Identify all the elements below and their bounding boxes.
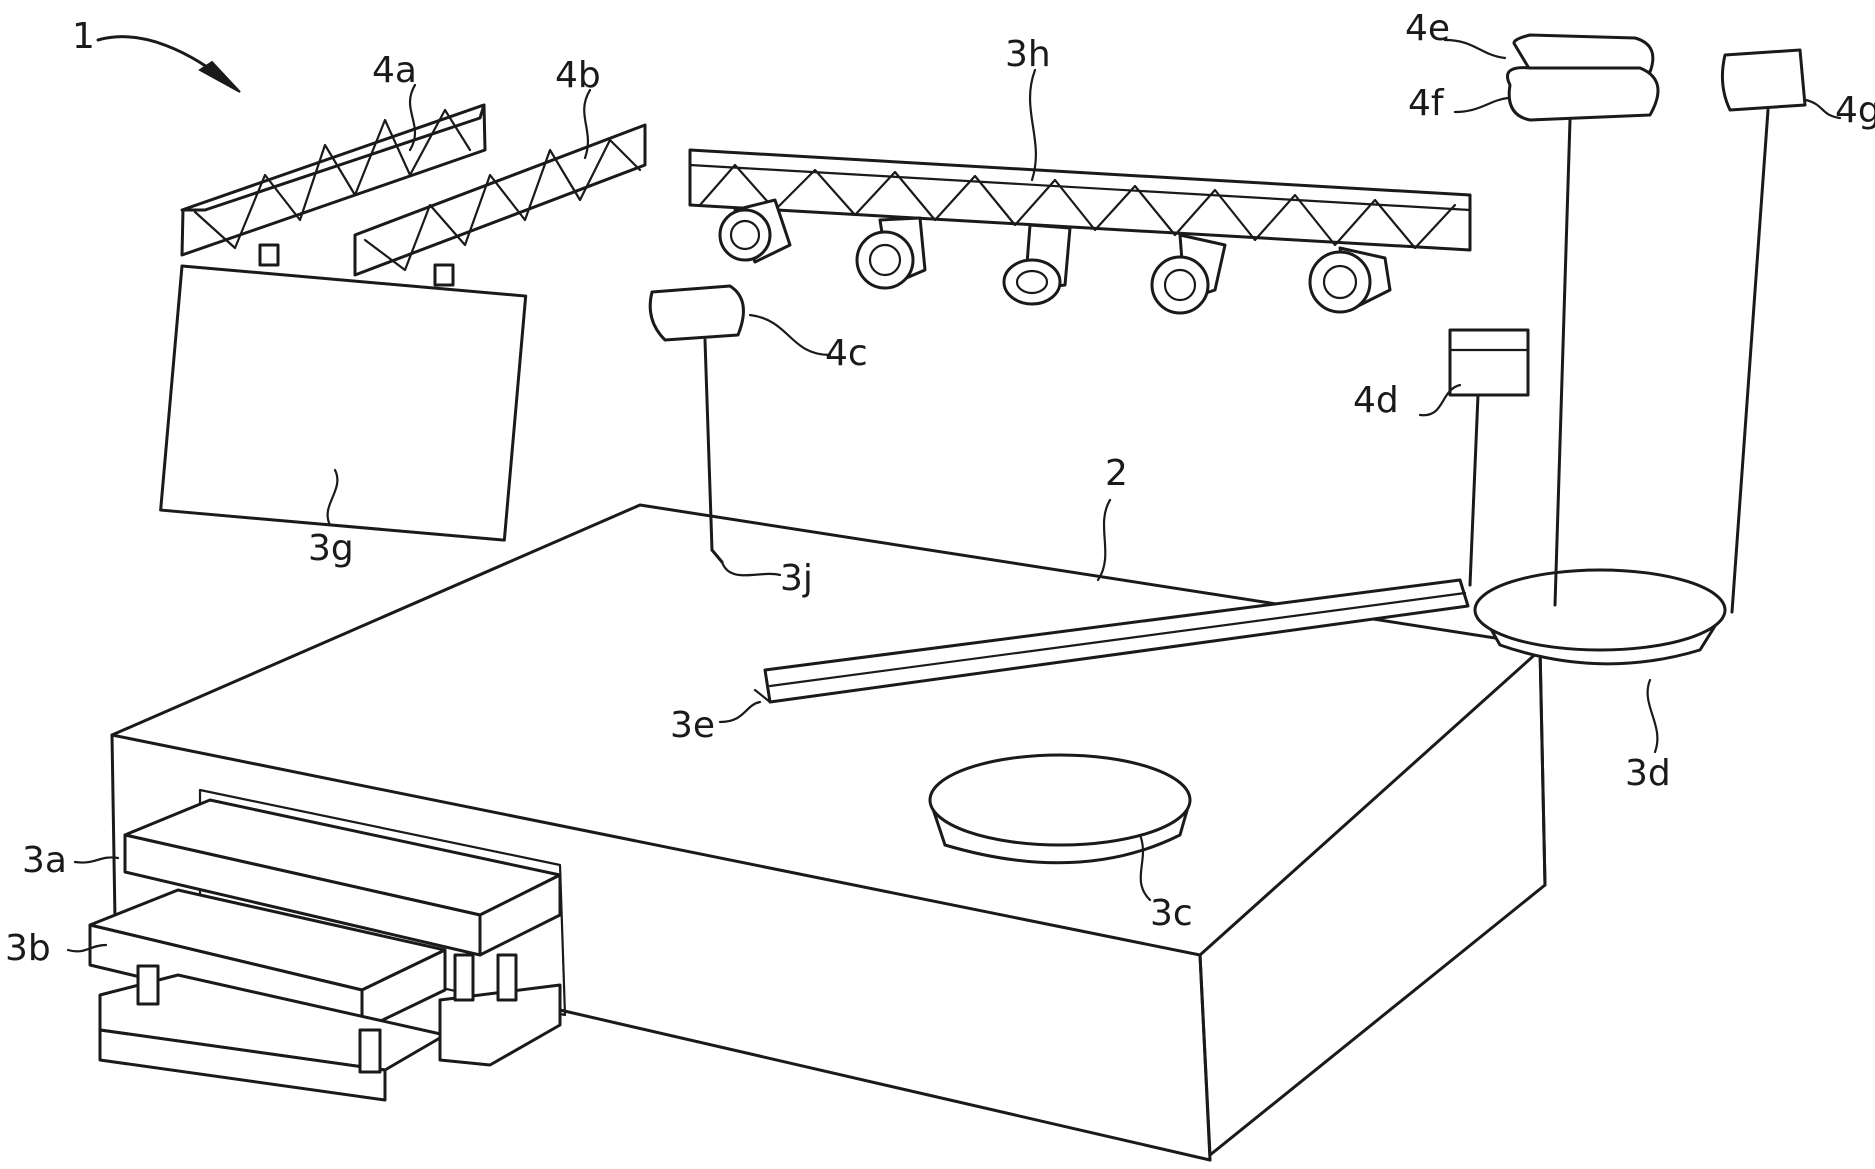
label-3e: 3e (670, 705, 715, 746)
turntable-3c (930, 755, 1190, 863)
label-4e: 4e (1405, 8, 1450, 49)
label-3g: 3g (308, 528, 354, 569)
spotlight-1 (720, 200, 790, 262)
disc-3d (1475, 570, 1725, 664)
screen-3g (161, 266, 526, 540)
label-2: 2 (1105, 453, 1128, 494)
camera-4e-4f (1508, 35, 1659, 605)
label-3a: 3a (22, 840, 67, 881)
label-4a: 4a (372, 50, 417, 91)
camera-4g (1722, 50, 1805, 612)
truss-3h (690, 150, 1470, 250)
label-4c: 4c (825, 333, 868, 374)
label-4d: 4d (1353, 380, 1399, 421)
camera-4d (1450, 330, 1528, 585)
label-4b: 4b (555, 55, 601, 96)
label-3j: 3j (780, 558, 813, 599)
label-4f: 4f (1408, 83, 1445, 124)
spotlight-3 (1004, 225, 1070, 304)
label-3h: 3h (1005, 34, 1051, 75)
stairs (90, 790, 565, 1100)
label-4g: 4g (1835, 90, 1875, 131)
ref-label-1: 1 (72, 16, 95, 57)
label-3b: 3b (5, 928, 51, 969)
label-3d: 3d (1625, 753, 1671, 794)
ref-1-arrow (98, 37, 240, 92)
spotlight-2 (857, 218, 925, 288)
spotlight-4 (1152, 235, 1225, 313)
spotlight-5 (1310, 248, 1390, 312)
label-3c: 3c (1150, 893, 1193, 934)
